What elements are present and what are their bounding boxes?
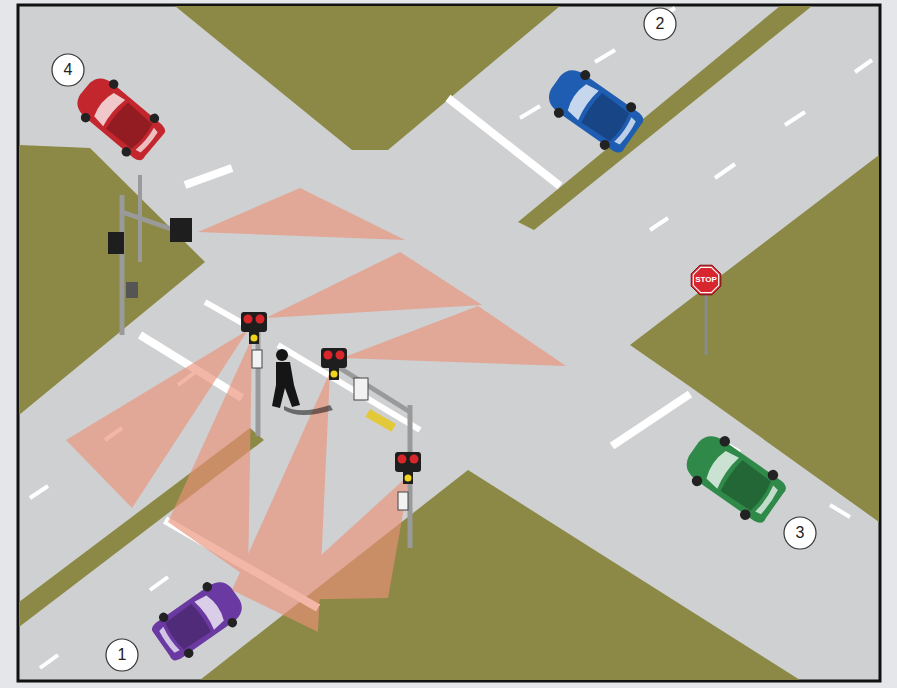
sensor-zone: [342, 306, 566, 366]
sign-plate: [354, 378, 368, 400]
car-1: [147, 572, 251, 667]
lane-dash: [650, 218, 668, 230]
lane-dash: [520, 106, 540, 118]
lane-dash: [40, 655, 58, 668]
pedestrian-head: [276, 349, 288, 361]
pedestrian: [272, 349, 333, 415]
sensor-zone: [198, 188, 405, 240]
sensor-zone: [168, 338, 252, 578]
lane-dash: [150, 577, 168, 590]
signal-head: [321, 348, 347, 380]
signal-head: [170, 218, 192, 242]
callout-number: 1: [105, 638, 139, 672]
curb-blocks: [19, 6, 879, 680]
signal-gantry: [241, 312, 421, 548]
corner-block: [175, 6, 560, 150]
sign-plate: [252, 350, 262, 368]
signal-pole: [108, 175, 192, 335]
octagon-rim: [693, 267, 718, 292]
callout-number-text: 2: [656, 16, 665, 32]
stop-line: [612, 394, 690, 446]
sign-pole: [705, 292, 708, 355]
signal-head: [395, 452, 421, 484]
signal-head: [108, 232, 124, 254]
callout-number: 2: [643, 7, 677, 41]
lane-dash: [830, 505, 850, 517]
car-3: [677, 425, 792, 530]
sign-plate: [398, 492, 408, 510]
lane-dash: [595, 50, 615, 62]
sensor-zone: [272, 474, 410, 600]
lane-dash: [715, 164, 735, 178]
lane-dash: [855, 60, 872, 72]
callout-number: 3: [783, 516, 817, 550]
road-surface: [18, 5, 880, 681]
stop-sign: STOP: [689, 263, 723, 297]
gantry-arm: [335, 365, 410, 412]
lane-dash: [30, 486, 48, 498]
octagon-outline: [691, 265, 721, 295]
car-2: [540, 60, 649, 160]
callout-number-text: 3: [796, 525, 805, 541]
callout-number: 4: [51, 53, 85, 87]
pedestrian-shadow: [284, 405, 333, 415]
stop-line: [185, 168, 232, 185]
callout-number-text: 4: [64, 62, 73, 78]
pedestrian-body: [272, 362, 300, 408]
stop-sign-text: STOP: [695, 276, 717, 284]
callout-number-text: 1: [118, 647, 127, 663]
lane-dash: [785, 112, 805, 125]
sign-plate: [366, 409, 396, 432]
circle-outline: [784, 517, 816, 549]
circle-outline: [644, 8, 676, 40]
circle-outline: [106, 639, 138, 671]
stop-line: [448, 98, 560, 186]
signal-head: [241, 312, 267, 344]
pole: [120, 195, 125, 335]
car-4: [68, 68, 171, 166]
circle-outline: [52, 54, 84, 86]
lane-markings: [30, 8, 872, 668]
sensor-zone: [266, 252, 482, 318]
median-strip: [518, 6, 812, 230]
sign-plate: [126, 282, 138, 298]
